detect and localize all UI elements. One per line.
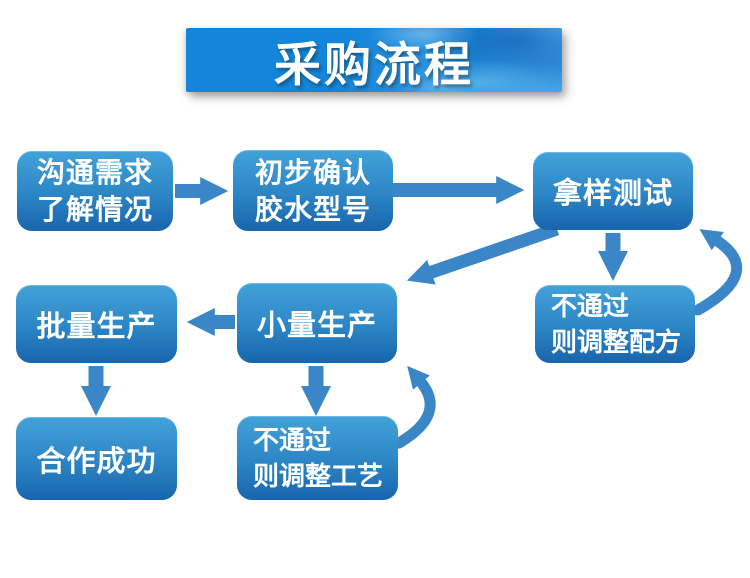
flow-node-fail-adjust-process: 不通过 则调整工艺 [237, 416, 398, 500]
node-label: 拿样测试 [552, 178, 673, 210]
flow-node-fail-adjust-formula: 不通过 则调整配方 [535, 285, 695, 363]
node-label-line: 则调整配方 [551, 327, 682, 357]
node-label-line: 沟通需求 [36, 157, 153, 188]
flow-node-cooperation-success: 合作成功 [16, 417, 177, 500]
node-label-line: 胶水型号 [254, 193, 371, 225]
page-title: 采购流程 [274, 37, 474, 91]
node-label-line: 不通过 [253, 425, 332, 455]
node-label-line: 了解情况 [36, 194, 153, 225]
flow-node-mass-production: 批量生产 [16, 285, 177, 363]
node-label-line: 不通过 [551, 291, 630, 321]
arrow-diagonal-icon-sample-to-small-batch [406, 222, 560, 285]
flow-node-confirm-glue-model: 初步确认 胶水型号 [233, 150, 393, 231]
title-banner: 采购流程 [186, 28, 562, 92]
arrow-curved-icon-adjust-process-to-small-batch [393, 365, 436, 449]
node-label-line: 初步确认 [254, 156, 371, 188]
flow-node-communicate-needs: 沟通需求 了解情况 [17, 151, 173, 231]
node-label: 合作成功 [36, 445, 157, 478]
node-label-line: 则调整工艺 [253, 461, 384, 491]
node-label: 批量生产 [36, 311, 157, 343]
flow-node-small-batch-production: 小量生产 [237, 283, 397, 363]
node-label: 小量生产 [256, 310, 377, 342]
arrow-curved-icon-adjust-formula-to-sample [692, 229, 743, 316]
flow-node-sample-test: 拿样测试 [533, 152, 693, 230]
